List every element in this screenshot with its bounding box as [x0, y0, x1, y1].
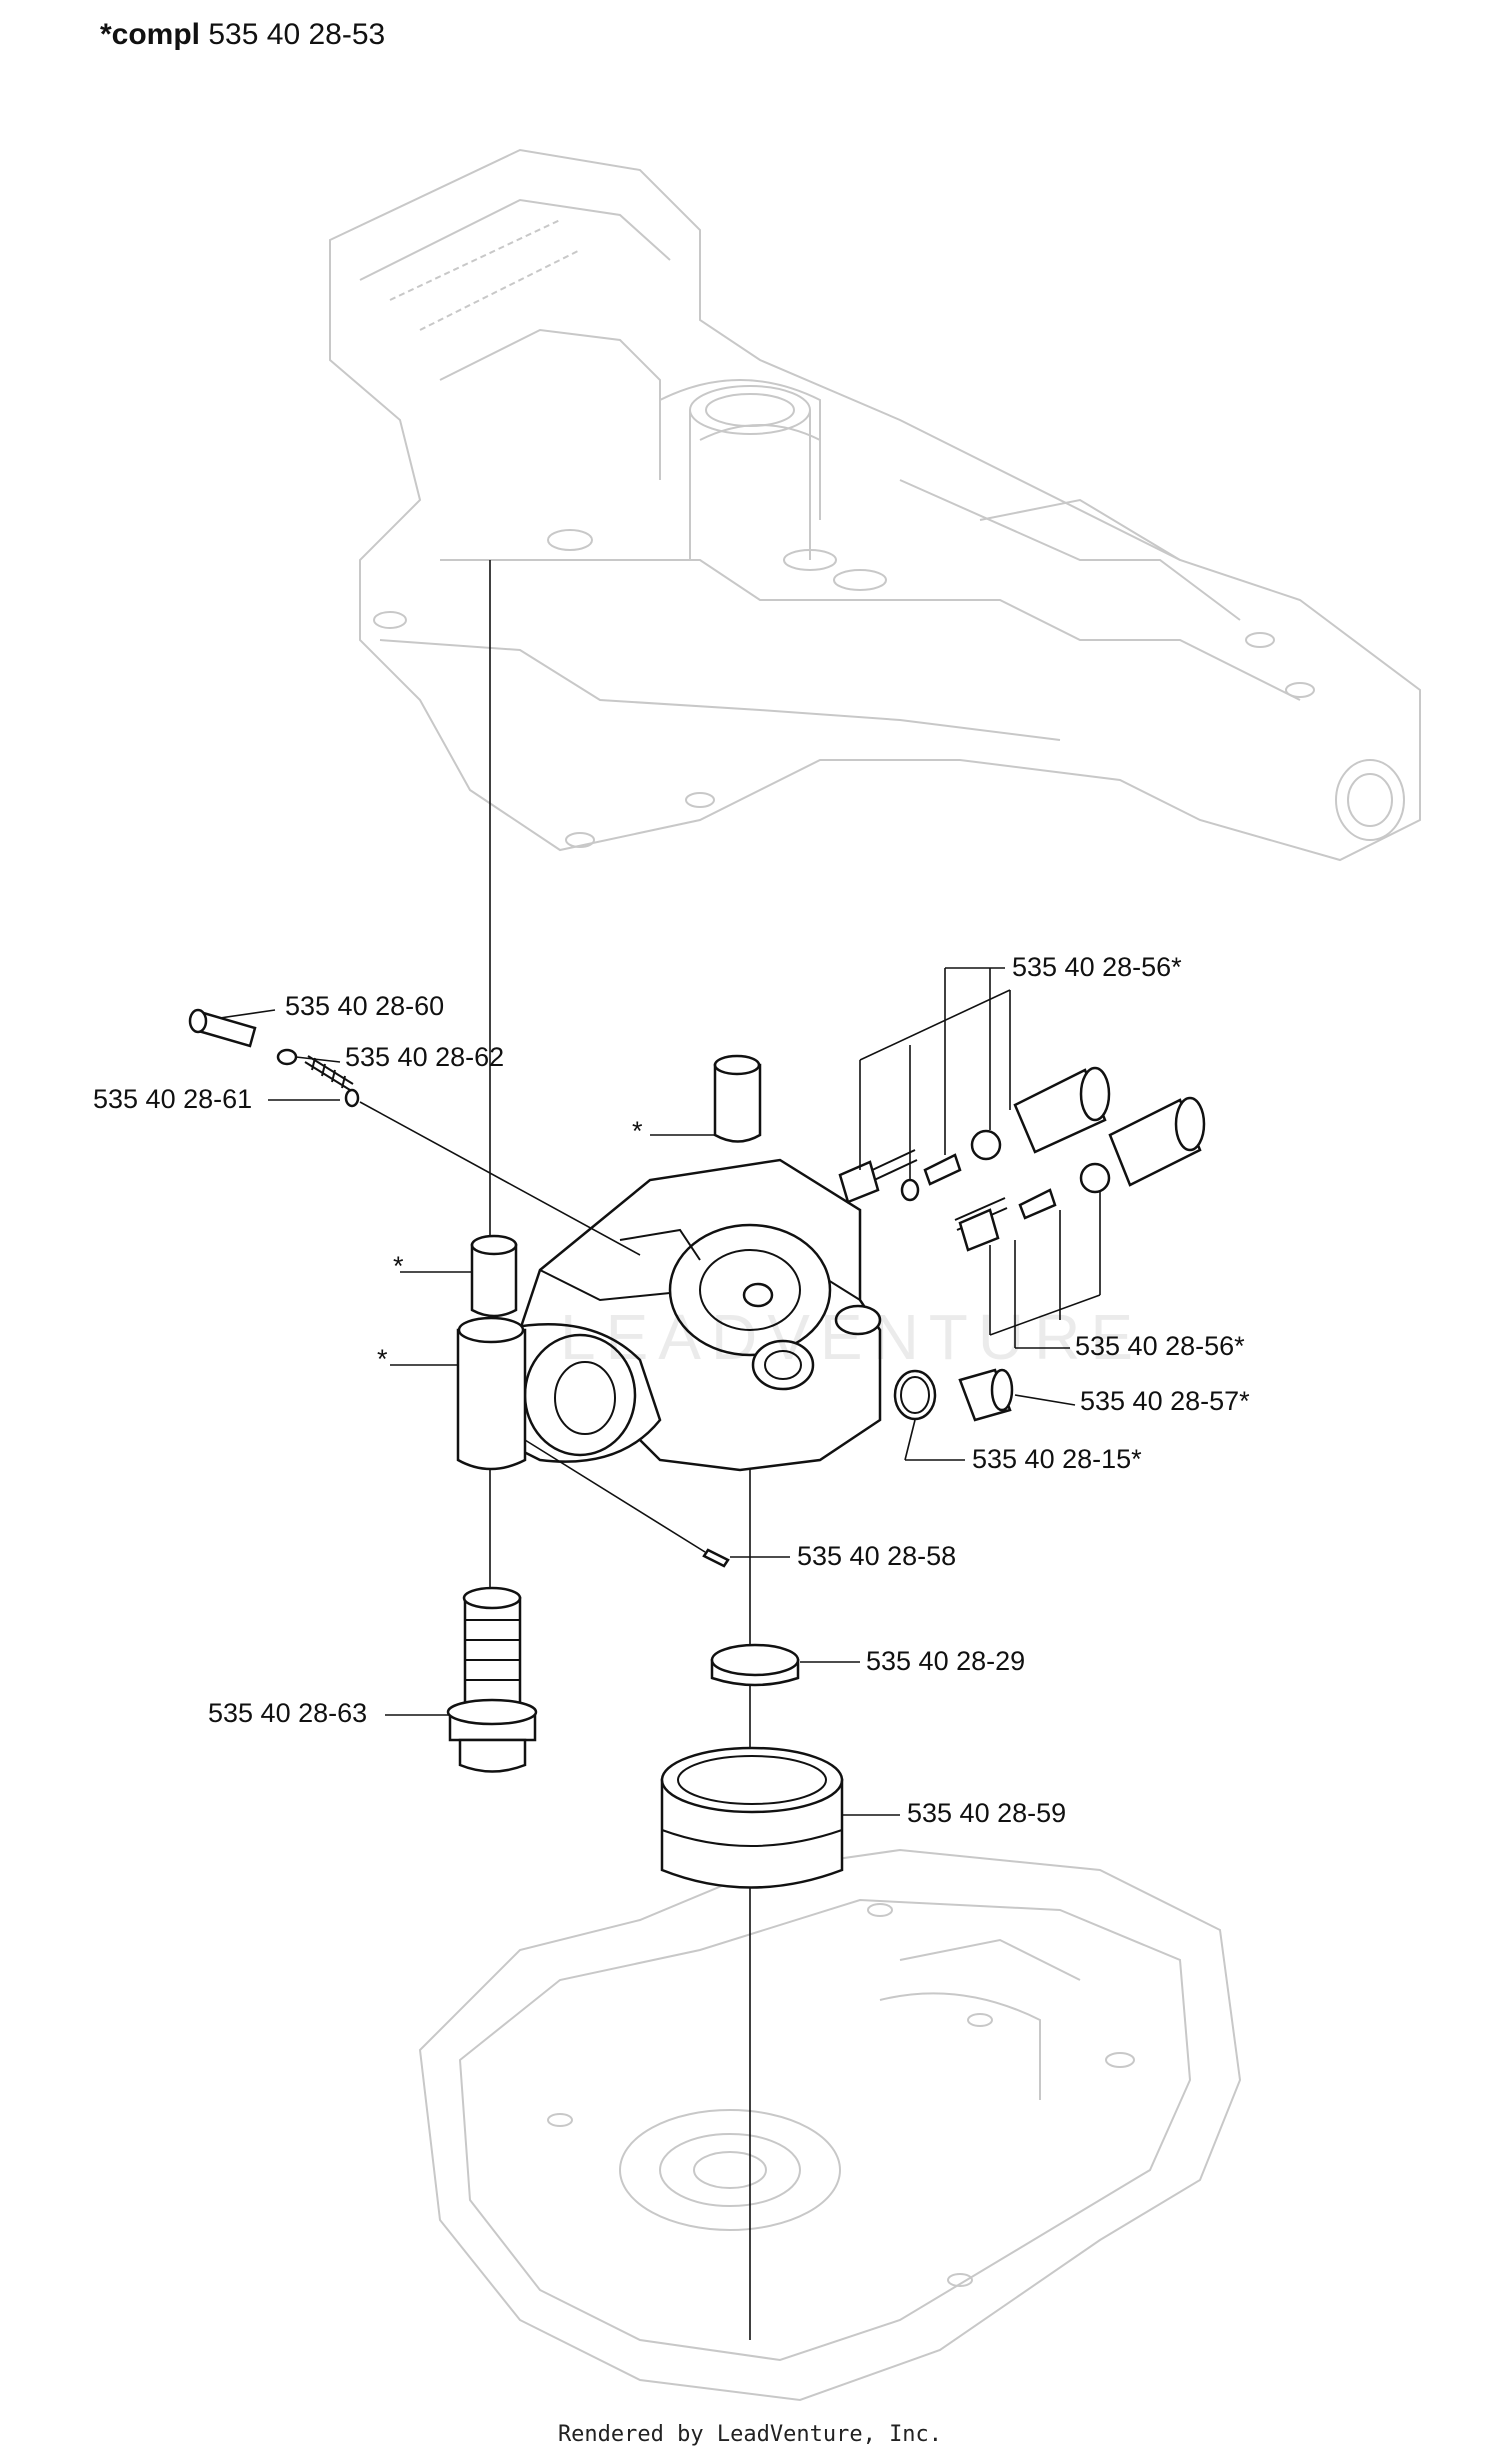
compl-prefix: *compl — [100, 18, 201, 51]
callout-535-40-28-59: 535 40 28-59 — [907, 1798, 1066, 1828]
left-valve-parts — [188, 1008, 641, 1256]
callout-labels: 535 40 28-60 535 40 28-62 535 40 28-61 5… — [93, 952, 1250, 1828]
ring — [660, 1746, 844, 1889]
callout-535-40-28-61: 535 40 28-61 — [93, 1084, 252, 1114]
callout-535-40-28-57: 535 40 28-57* — [1080, 1386, 1250, 1416]
callout-535-40-28-63: 535 40 28-63 — [208, 1698, 367, 1728]
assembly-part-number: 535 40 28-53 — [208, 18, 386, 51]
right-valve-stacks — [838, 1066, 1206, 1252]
callout-535-40-28-62: 535 40 28-62 — [345, 1042, 504, 1072]
dowel-sleeves — [456, 1054, 762, 1471]
callout-535-40-28-15: 535 40 28-15* — [972, 1444, 1142, 1474]
pump-body — [458, 1158, 882, 1472]
watermark: LEADVENTURE — [560, 1301, 1143, 1373]
asterisk-callout-2: * — [393, 1251, 404, 1281]
callout-535-40-28-58: 535 40 28-58 — [797, 1541, 956, 1571]
leader-lines — [219, 967, 1101, 1816]
callout-535-40-28-29: 535 40 28-29 — [866, 1646, 1025, 1676]
oring-and-plug — [893, 1368, 1076, 1422]
callout-535-40-28-56-lower: 535 40 28-56* — [1075, 1331, 1245, 1361]
disc — [710, 1643, 800, 1687]
callout-535-40-28-56-upper: 535 40 28-56* — [1012, 952, 1182, 982]
lower-housing-ghost — [418, 1848, 1242, 2402]
asterisk-callout-1: * — [632, 1116, 643, 1146]
footer-credit: Rendered by LeadVenture, Inc. — [557, 2422, 943, 2447]
diagram-header: *compl 535 40 28-53 — [100, 18, 385, 52]
bolt — [446, 1586, 538, 1773]
asterisk-callout-3: * — [377, 1344, 388, 1374]
callout-535-40-28-60: 535 40 28-60 — [285, 991, 444, 1021]
upper-housing-ghost — [329, 148, 1421, 862]
pin — [524, 1439, 730, 1568]
